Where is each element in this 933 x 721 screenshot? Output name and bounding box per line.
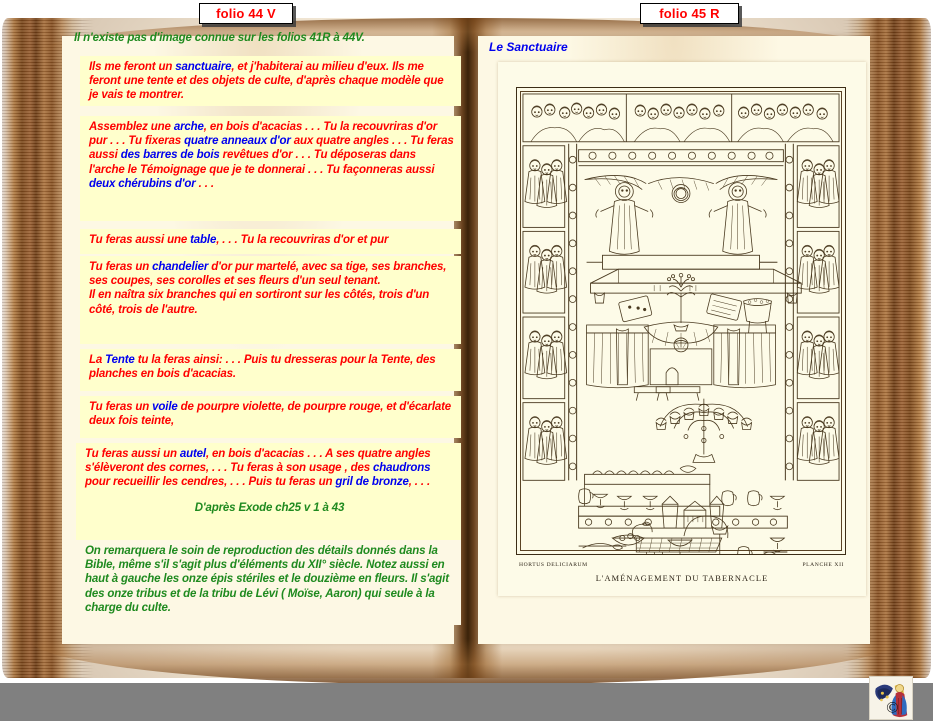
- illuminated-angel-logo[interactable]: ©: [869, 676, 913, 720]
- text-run: Il en naîtra six branches qui en sortiro…: [89, 289, 430, 316]
- text-run: arche: [173, 121, 204, 133]
- book-bottom-shading: [30, 639, 900, 685]
- plate-source-left: HORTUS DELICIARUM: [519, 562, 588, 568]
- text-run: On remarquera le soin de reproduction de…: [85, 545, 449, 614]
- folio-label-right: folio 45 R: [640, 3, 739, 24]
- text-run: de pourpre violette, de pourpre rouge, e…: [89, 401, 452, 428]
- text-run: voile: [152, 401, 178, 413]
- text-block-commentaire: On remarquera le soin de reproduction de…: [76, 540, 461, 625]
- text-run: revêtues d'or . . . Tu déposeras dans l'…: [89, 149, 435, 176]
- text-run: , . . .: [408, 476, 431, 489]
- text-run: Tu feras aussi une: [89, 234, 191, 246]
- text-block-arche: Assemblez une arche, en bois d'acacias .…: [80, 116, 461, 221]
- text-block-voile: Tu feras un voile de pourpre violette, d…: [80, 396, 461, 438]
- text-run: , en bois d'acacias . . . Tu la recouvri…: [89, 121, 438, 148]
- text-run: tu la feras ainsi: . . . Puis tu dresser…: [89, 354, 436, 381]
- text-run: Tente: [105, 354, 135, 366]
- tabernacle-engraving: [522, 93, 840, 554]
- text-run: des barres de bois: [120, 149, 220, 162]
- sanctuary-table-register: [586, 268, 802, 401]
- side-figures: [525, 160, 839, 465]
- text-run: Tu feras aussi un: [85, 448, 180, 460]
- text-run: d'or pur martelé, avec sa tige, ses bran…: [89, 261, 447, 288]
- text-run: autel: [179, 448, 206, 460]
- plate-frame-inner: [520, 91, 842, 551]
- plate-illustration: HORTUS DELICIARUM PLANCHE XII L'AMÉNAGEM…: [498, 62, 866, 596]
- plate-caption: L'AMÉNAGEMENT DU TABERNACLE: [595, 574, 769, 583]
- text-run: table: [190, 234, 217, 246]
- ark-of-covenant-cherubim: [578, 149, 784, 270]
- text-block-autel: Tu feras aussi un autel, en bois d'acaci…: [76, 443, 461, 543]
- plate-frame: [516, 87, 846, 555]
- text-block-table: Tu feras aussi une table, . . . Tu la re…: [80, 229, 461, 254]
- text-run: sanctuaire: [175, 61, 232, 73]
- angel-figure-icon: ©: [870, 677, 912, 719]
- bronze-altar-register: [578, 515, 788, 554]
- text-block-chandelier: Tu feras un chandelier d'or pur martelé,…: [80, 256, 461, 344]
- menorah-seven-branch: [655, 398, 753, 463]
- text-run: , . . . Tu la recouvriras d'or et pur: [216, 234, 389, 246]
- bottom-bar: [0, 683, 933, 721]
- text-run: , et j'habiterai au milieu d'eux. Ils me…: [89, 61, 444, 102]
- text-run: deux chérubins d'or: [89, 177, 196, 190]
- page-title-sanctuaire: Le Sanctuaire: [489, 40, 568, 54]
- text-run: gril de bronze: [335, 476, 409, 489]
- vessel-shelves-register: [578, 465, 788, 529]
- text-block-sanctuaire: Ils me feront un sanctuaire, et j'habite…: [80, 56, 461, 106]
- text-run: Assemblez une: [89, 121, 174, 133]
- intro-note: Il n'existe pas d'image connue sur les f…: [74, 32, 365, 44]
- text-run: Ils me feront un: [89, 61, 176, 73]
- text-run: quatre anneaux d'or: [184, 135, 291, 148]
- text-run: chaudrons: [372, 462, 431, 475]
- text-run: La: [89, 354, 106, 366]
- folio-label-left: folio 44 V: [199, 3, 293, 24]
- text-run: chandelier: [152, 261, 209, 273]
- text-run: aux quatre angles . . . Tu feras aussi: [89, 135, 454, 162]
- text-run: , en bois d'acacias . . . A ses quatre a…: [85, 448, 431, 475]
- scripture-reference: D'après Exode ch25 v 1 à 43: [194, 501, 345, 514]
- text-run: Tu feras un: [89, 401, 153, 413]
- text-run: pour recueillir les cendres, . . . Puis …: [85, 476, 336, 489]
- text-run: Tu feras un: [89, 261, 153, 273]
- plate-source-right: PLANCHE XII: [802, 562, 844, 568]
- tabernacle-side-poles: [568, 143, 794, 481]
- text-block-tente: La Tente tu la feras ainsi: . . . Puis t…: [80, 349, 461, 391]
- text-run: . . .: [195, 177, 214, 190]
- crowd-register-top: [522, 93, 840, 143]
- svg-text:©: ©: [886, 698, 898, 716]
